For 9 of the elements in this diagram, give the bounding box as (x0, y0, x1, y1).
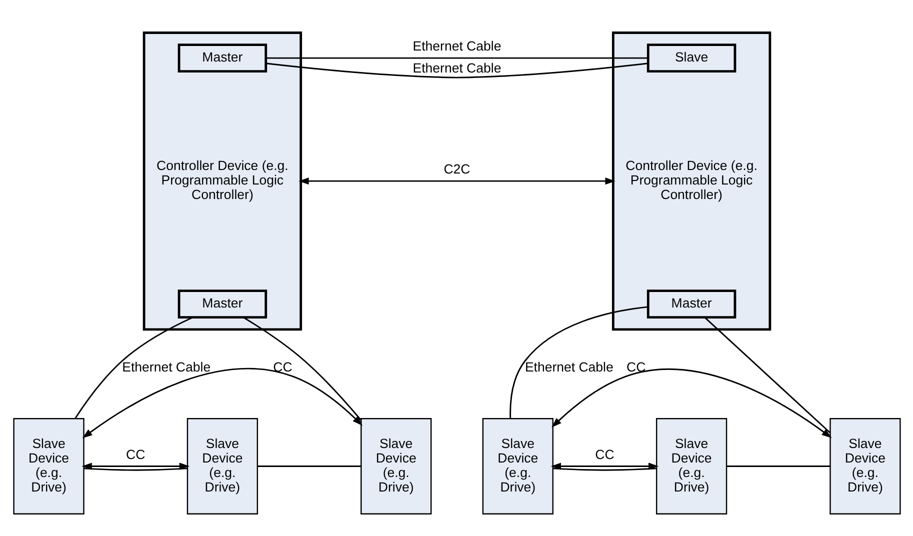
edge-label: Ethernet Cable (122, 358, 210, 374)
edge-label: CC (272, 358, 292, 374)
edge-label: Ethernet Cable (412, 60, 501, 75)
edge-label: C2C (443, 161, 470, 176)
edge-label: CC (126, 446, 145, 462)
edge-label: Ethernet Cable (412, 38, 501, 54)
edge-label: CC (594, 446, 614, 462)
edge-label: Ethernet Cable (524, 358, 613, 374)
edge-label: CC (626, 358, 646, 374)
